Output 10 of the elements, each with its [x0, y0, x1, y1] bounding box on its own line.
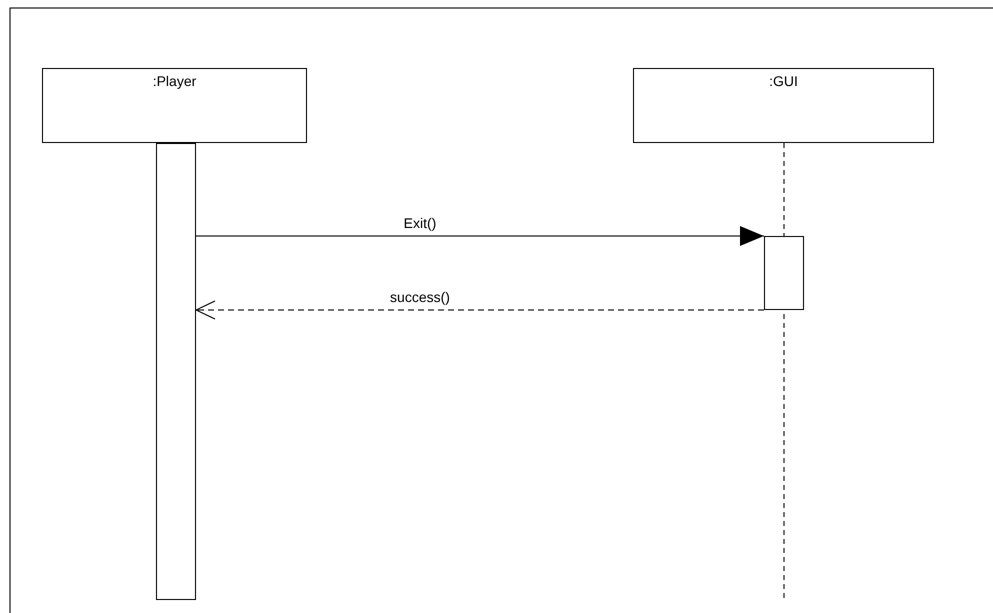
object-name: :Player [152, 73, 198, 89]
lifeline-head-box [42, 68, 307, 143]
lifeline-head-box [633, 68, 934, 143]
message-arrow [196, 226, 764, 246]
message-label: success() [388, 289, 452, 305]
object-name: :GUI [768, 73, 799, 89]
activation-bar [156, 143, 196, 600]
return-message-arrow [196, 300, 764, 320]
activation-bar [764, 236, 804, 310]
message-label: Exit() [402, 215, 438, 231]
